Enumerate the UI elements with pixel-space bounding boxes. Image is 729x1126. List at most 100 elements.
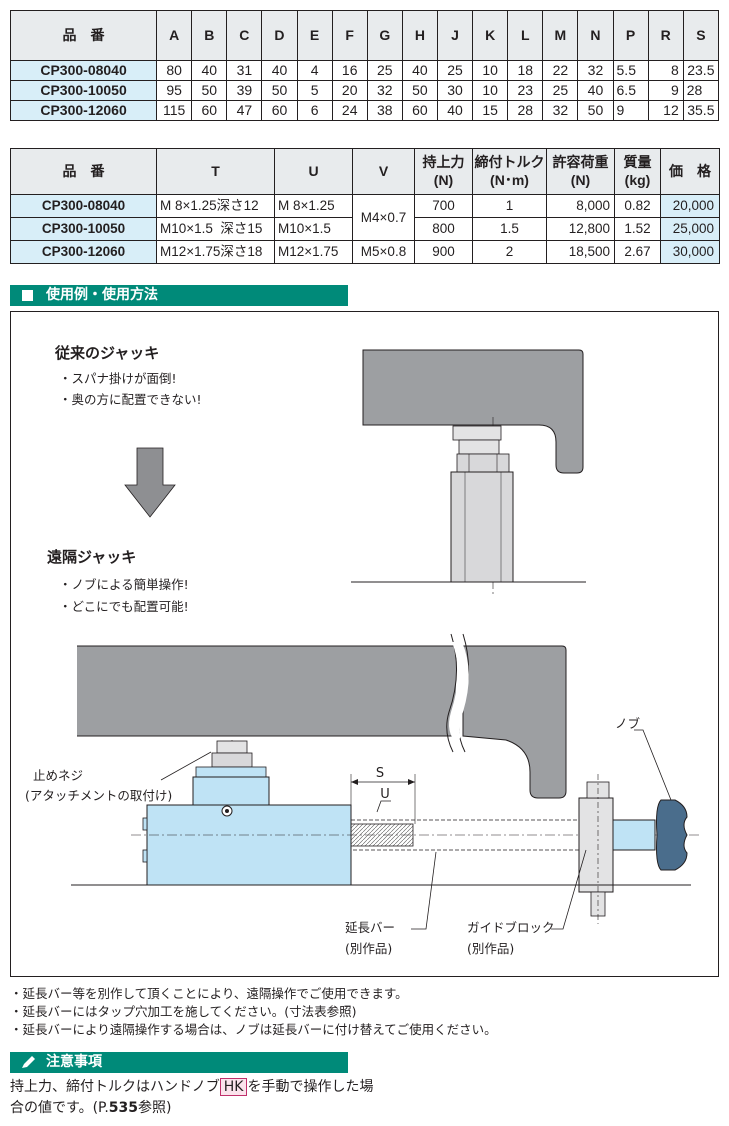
t-cell: M12×1.75深さ18 — [156, 240, 275, 264]
mass-unit: (kg) — [624, 171, 651, 188]
table-cell: 95 — [156, 80, 193, 101]
header-col: E — [296, 10, 333, 61]
table-cell: 10 — [472, 80, 509, 101]
torque-cell: 1 — [472, 194, 547, 218]
guide-block-label: ガイドブロック — [467, 920, 555, 935]
u-cell: M10×1.5 — [274, 217, 353, 241]
torque-cell: 1.5 — [472, 217, 547, 241]
price-cell: 30,000 — [660, 240, 720, 264]
table-cell: 18 — [507, 60, 544, 81]
v-cell: M5×0.8 — [352, 240, 415, 264]
table-cell: 12 — [647, 100, 684, 121]
table-cell: 10 — [472, 60, 509, 81]
mass-cell: 1.52 — [614, 217, 661, 241]
caution-text-part: 持上力、締付トルクはハンドノブ — [10, 1079, 220, 1095]
dimension-s-label: S — [376, 766, 384, 781]
table-cell: 38 — [366, 100, 403, 121]
header-col: L — [507, 10, 544, 61]
header-col: N — [577, 10, 614, 61]
table-cell: 9 — [612, 100, 649, 121]
table-cell: 50 — [577, 100, 614, 121]
table-cell: 31 — [226, 60, 263, 81]
part-number-cell: CP300-08040 — [10, 194, 157, 218]
header-part-number: 品 番 — [9, 10, 158, 61]
old-jack-point: ・奥の方に配置できない! — [59, 392, 202, 407]
dimension-table: 品 番 A B C D E F G H J K L M N P R S CP30… — [9, 10, 720, 121]
usage-diagram: 従来のジャッキ ・スパナ掛けが面倒! ・奥の方に配置できない! 遠隔ジャッキ ・… — [10, 311, 719, 977]
table-cell: 50 — [261, 80, 298, 101]
header-col: M — [542, 10, 579, 61]
header-col: R — [647, 10, 684, 61]
price-cell: 20,000 — [660, 194, 720, 218]
caution-line-2: 合の値です。(P.535参照) — [10, 1097, 171, 1117]
usage-section-header: 使用例・使用方法 — [10, 285, 348, 306]
header-load: 許容荷重(N) — [546, 148, 615, 195]
part-number-cell: CP300-10050 — [10, 217, 157, 241]
header-col: B — [191, 10, 228, 61]
torque-unit: (N･m) — [490, 171, 529, 188]
caution-section-header: 注意事項 — [10, 1052, 348, 1073]
part-number-cell: CP300-12060 — [9, 100, 158, 121]
holding-force-unit: (N) — [433, 171, 454, 188]
extension-bar-label: 延長バー — [345, 920, 395, 935]
old-jack-point: ・スパナ掛けが面倒! — [59, 371, 177, 386]
pencil-icon — [22, 1056, 35, 1068]
dimension-table-header: 品 番 A B C D E F G H J K L M N P R S — [9, 10, 720, 61]
header-col: P — [612, 10, 649, 61]
table-cell: 60 — [191, 100, 228, 121]
table-cell: 39 — [226, 80, 263, 101]
table-cell: 40 — [577, 80, 614, 101]
remote-jack-drawing — [71, 633, 701, 924]
hk-reference-badge[interactable]: HK — [219, 1078, 248, 1096]
caution-text-part: 合の値です。(P. — [10, 1100, 109, 1116]
caution-text-part: 参照) — [138, 1100, 172, 1116]
setscrew-sublabel: (アタッチメントの取付け) — [25, 788, 172, 803]
table-cell: 40 — [261, 60, 298, 81]
header-col: F — [331, 10, 368, 61]
t-cell: M 8×1.25深さ12 — [156, 194, 275, 218]
header-col: J — [436, 10, 474, 61]
spec-price-table: 品 番 T U V 持上力(N) 締付トルク(N･m) 許容荷重(N) 質量(k… — [10, 148, 720, 264]
table-cell: 4 — [296, 60, 333, 81]
guide-block-sublabel: (別作品) — [467, 941, 514, 956]
part-number-cell: CP300-10050 — [9, 80, 158, 101]
table-cell: 28 — [682, 80, 720, 101]
table-row: CP300-08040 M 8×1.25深さ12 M 8×1.25 M4×0.7… — [10, 194, 720, 241]
setscrew-leader — [160, 751, 212, 781]
table-cell: 25 — [542, 80, 579, 101]
table-cell: 50 — [401, 80, 438, 101]
new-jack-point: ・ノブによる簡単操作! — [59, 577, 189, 592]
table-cell: 20 — [331, 80, 368, 101]
header-col: H — [401, 10, 438, 61]
header-col: G — [366, 10, 403, 61]
table-cell: 47 — [226, 100, 263, 121]
header-col: K — [472, 10, 509, 61]
table-cell: 25 — [436, 60, 474, 81]
note-line: ・延長バー等を別作して頂くことにより、遠隔操作でご使用できます。 — [10, 986, 408, 1001]
square-bullet-icon — [22, 290, 33, 301]
usage-diagram-drawing: 従来のジャッキ ・スパナ掛けが面倒! ・奥の方に配置できない! 遠隔ジャッキ ・… — [25, 344, 701, 956]
table-cell: 32 — [542, 100, 579, 121]
table-cell: 40 — [436, 100, 474, 121]
table-row: CP300-10050 95 50 39 50 5 20 32 50 30 10… — [9, 80, 720, 101]
dimension-u-label: U — [380, 787, 390, 802]
header-col: A — [156, 10, 193, 61]
header-v: V — [352, 148, 415, 195]
table-cell: 23.5 — [682, 60, 720, 81]
old-jack-title: 従来のジャッキ — [54, 344, 159, 362]
table-cell: 6.5 — [612, 80, 649, 101]
table-row: CP300-08040 80 40 31 40 4 16 25 40 25 10… — [9, 60, 720, 81]
table-cell: 9 — [647, 80, 684, 101]
table-cell: 60 — [401, 100, 438, 121]
caution-title: 注意事項 — [46, 1054, 102, 1070]
down-arrow-icon — [124, 447, 176, 518]
bar-leader — [411, 851, 437, 930]
caution-text-part: を手動で操作した場 — [247, 1079, 374, 1095]
part-number-cell: CP300-12060 — [10, 240, 157, 264]
holding-force-cell: 700 — [414, 194, 473, 218]
table-cell: 5.5 — [612, 60, 649, 81]
u-cell: M12×1.75 — [274, 240, 353, 264]
page-reference[interactable]: 535 — [108, 1100, 139, 1116]
header-mass: 質量(kg) — [614, 148, 661, 195]
extension-bar-sublabel: (別作品) — [345, 941, 392, 956]
